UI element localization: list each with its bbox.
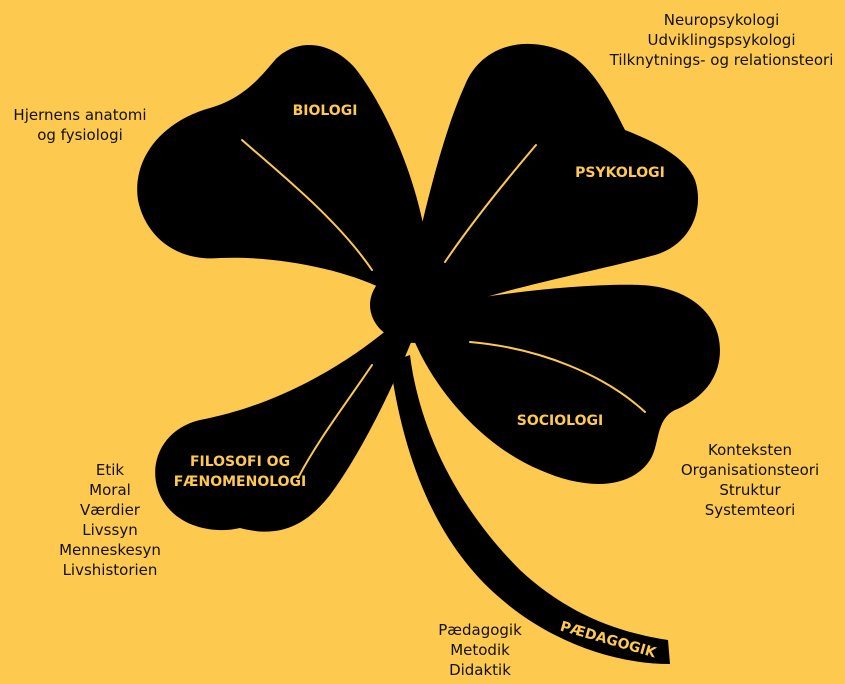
leaf-sociologi — [410, 284, 720, 484]
note-item: Menneskesyn — [59, 541, 161, 559]
note-item: Struktur — [719, 481, 781, 499]
leaf-label-filosofi-line-2: FÆNOMENOLOGI — [173, 474, 307, 490]
notes-psykologi: Neuropsykologi Udviklingspsykologi Tilkn… — [598, 10, 845, 70]
notes-paedagogik: Pædagogik Metodik Didaktik — [415, 620, 545, 680]
note-item: Konteksten — [707, 441, 792, 459]
note-item: Metodik — [450, 641, 510, 659]
notes-sociologi: Konteksten Organisationsteori Struktur S… — [660, 440, 840, 520]
leaf-veins — [241, 139, 651, 633]
note-item: Værdier — [80, 501, 140, 519]
vein-biologi — [241, 139, 373, 271]
note-item: Systemteori — [704, 501, 796, 519]
notes-biologi: Hjernens anatomi og fysiologi — [0, 105, 160, 145]
note-item: Tilknytnings- og relationsteori — [609, 51, 834, 69]
note-item: Livssyn — [82, 521, 138, 539]
note-item: Livshistorien — [62, 561, 158, 579]
clover-center — [370, 267, 460, 343]
leaf-biologi — [137, 45, 430, 300]
note-item: Didaktik — [449, 661, 511, 679]
note-item: og fysiologi — [37, 126, 123, 144]
note-item: Etik — [95, 461, 125, 479]
leaf-label-psykologi: PSYKOLOGI — [560, 163, 680, 183]
leaf-label-filosofi: FILOSOFI OG FÆNOMENOLOGI — [170, 452, 310, 492]
leaf-label-filosofi-line-1: FILOSOFI OG — [189, 454, 291, 470]
vein-filosofi — [297, 364, 373, 479]
leaf-psykologi — [405, 43, 699, 306]
note-item: Organisationsteori — [680, 461, 820, 479]
note-item: Pædagogik — [438, 621, 522, 639]
leaf-label-biologi: BIOLOGI — [270, 101, 380, 121]
vein-sociologi — [469, 341, 646, 413]
leaf-label-sociologi-text: SOCIOLOGI — [516, 413, 604, 429]
note-item: Hjernens anatomi — [13, 106, 147, 124]
notes-filosofi: Etik Moral Værdier Livssyn Menneskesyn L… — [40, 460, 180, 580]
leaf-filosofi — [155, 300, 421, 532]
note-item: Neuropsykologi — [663, 11, 780, 29]
note-item: Udviklingspsykologi — [647, 31, 796, 49]
leaf-label-biologi-text: BIOLOGI — [292, 103, 358, 119]
leaf-label-psykologi-text: PSYKOLOGI — [575, 165, 665, 181]
vein-stem — [431, 381, 651, 633]
note-item: Moral — [89, 481, 131, 499]
clover-stem — [390, 355, 670, 664]
clover-shape — [137, 43, 720, 664]
vein-psykologi — [444, 144, 537, 263]
leaf-label-sociologi: SOCIOLOGI — [500, 411, 620, 431]
